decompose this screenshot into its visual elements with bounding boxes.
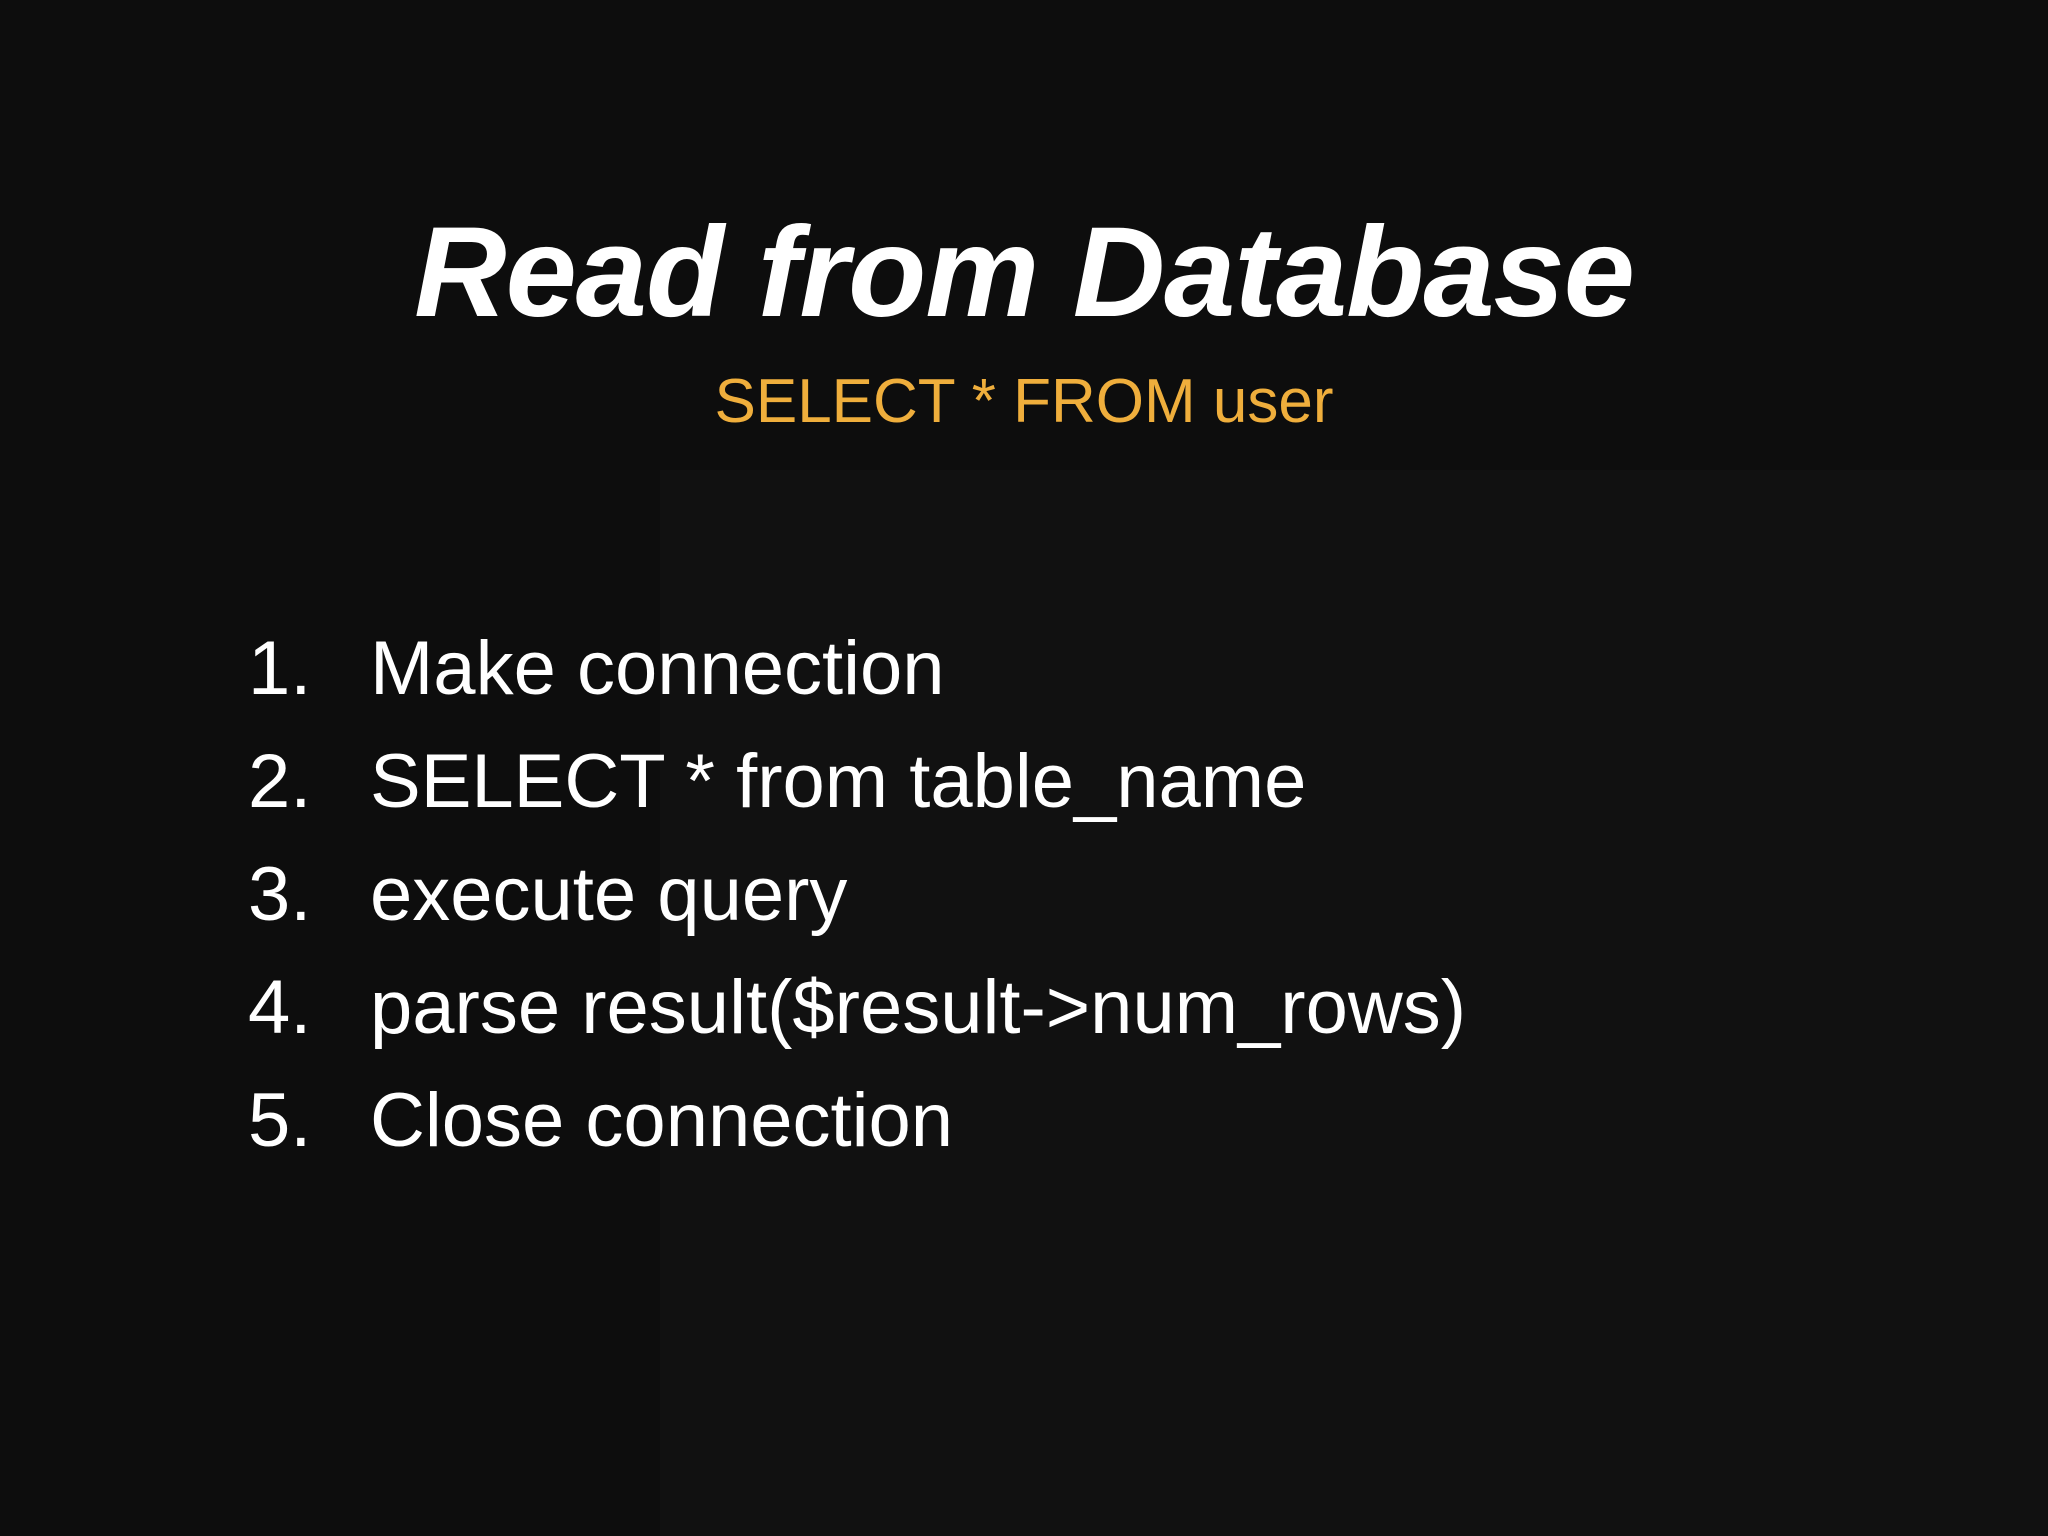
list-item-number: 2.	[248, 739, 312, 824]
slide-subtitle: SELECT * FROM user	[714, 367, 1334, 436]
list-item-label: parse result($result->num_rows)	[370, 965, 1467, 1050]
list-item-label: Close connection	[370, 1078, 954, 1163]
page-title: Read from Database	[414, 200, 1635, 344]
steps-list: 1. Make connection 2. SELECT * from tabl…	[248, 612, 1848, 1177]
list-item-number: 5.	[248, 1078, 312, 1163]
list-item: 2. SELECT * from table_name	[248, 725, 1848, 838]
list-item: 5. Close connection	[248, 1064, 1848, 1177]
list-item-label: SELECT * from table_name	[370, 739, 1307, 824]
list-item: 1. Make connection	[248, 612, 1848, 725]
list-item: 4. parse result($result->num_rows)	[248, 951, 1848, 1064]
list-item-number: 4.	[248, 965, 312, 1050]
list-item-label: Make connection	[370, 626, 945, 711]
list-item-label: execute query	[370, 852, 848, 937]
list-item-number: 3.	[248, 852, 312, 937]
list-item: 3. execute query	[248, 838, 1848, 951]
list-item-number: 1.	[248, 626, 312, 711]
